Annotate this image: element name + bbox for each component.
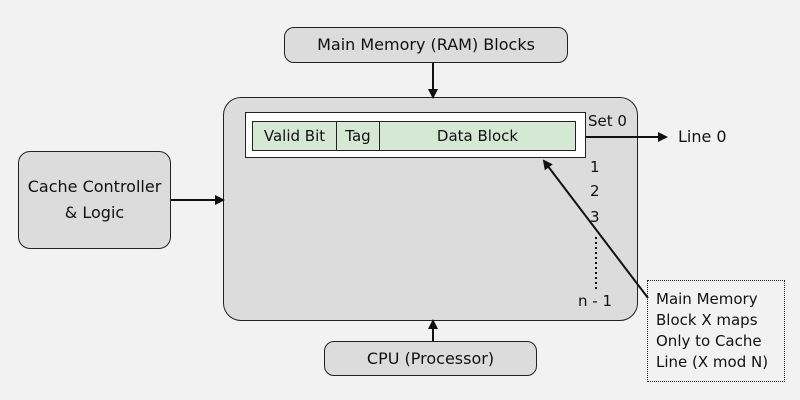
valid-bit-field: Valid Bit [253, 122, 337, 150]
data-block-field: Data Block [436, 127, 519, 145]
cpu-box: CPU (Processor) [324, 341, 537, 376]
cache-controller-label-line1: Cache Controller [27, 177, 162, 196]
note-line: Main Memory [656, 290, 758, 308]
cache-controller-box: Cache Controller & Logic [18, 151, 171, 249]
tag-field: Tag [337, 122, 380, 150]
cpu-label: CPU (Processor) [366, 348, 495, 368]
set-0-label: Set 0 [588, 112, 627, 130]
main-memory-label: Main Memory (RAM) Blocks [317, 35, 535, 54]
main-memory-box: Main Memory (RAM) Blocks [284, 27, 568, 63]
note-line: Block X maps [656, 311, 758, 329]
index-2-label: 2 [590, 182, 600, 200]
mapping-note: Main Memory Block X maps Only to Cache L… [647, 280, 785, 382]
index-1-label: 1 [590, 158, 600, 176]
note-line: Line (X mod N) [656, 353, 769, 371]
cache-controller-label-line2: & Logic [64, 203, 125, 222]
cache-line-row: Valid Bit Tag Data Block [252, 121, 576, 151]
index-n-minus-1-label: n - 1 [578, 292, 612, 310]
index-3-label: 3 [590, 208, 600, 226]
line-0-label: Line 0 [678, 127, 727, 146]
note-line: Only to Cache [656, 332, 762, 350]
